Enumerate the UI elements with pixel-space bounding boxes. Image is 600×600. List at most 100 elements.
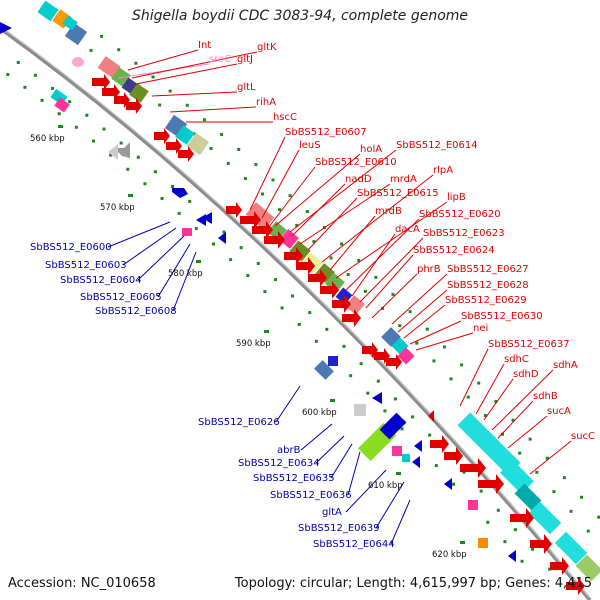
- gene-arrow: [430, 435, 449, 453]
- gene-arrow: [508, 550, 516, 562]
- gene-label-forward[interactable]: mrdA: [390, 174, 417, 185]
- gene-label-forward[interactable]: sroC: [209, 54, 231, 65]
- gene-label-forward[interactable]: gltJ: [237, 54, 253, 65]
- scale-tick-label: 580 kbp: [168, 269, 203, 279]
- gene-box: [554, 531, 588, 565]
- gene-label-forward[interactable]: holA: [360, 144, 382, 155]
- guide-dot: [452, 482, 455, 486]
- gene-label-forward[interactable]: SbBS512_E0630: [461, 311, 543, 322]
- gene-label-reverse[interactable]: SbBS512_E0639: [298, 523, 380, 534]
- gene-label-reverse[interactable]: SbBS512_E0636: [270, 490, 352, 501]
- guide-dot: [153, 170, 157, 174]
- leader-line: [483, 378, 514, 421]
- leader-line: [397, 289, 448, 333]
- gene-label-reverse[interactable]: SbBS512_E0608: [95, 306, 177, 317]
- gene-box: [379, 412, 407, 440]
- guide-dot: [171, 184, 175, 188]
- gene-label-forward[interactable]: sdhC: [504, 354, 529, 365]
- gene-label-forward[interactable]: SbBS512_E0607: [285, 127, 367, 138]
- guide-dot: [74, 125, 78, 129]
- leader-line: [307, 197, 358, 251]
- leader-line: [249, 136, 286, 211]
- gene-label-forward[interactable]: SbBS512_E0615: [357, 188, 439, 199]
- gene-label-forward[interactable]: dacA: [395, 224, 420, 235]
- gene-label-forward[interactable]: SbBS512_E0627: [447, 264, 529, 275]
- guide-dot: [486, 520, 490, 524]
- gene-arrow: [202, 212, 212, 224]
- gene-label-forward[interactable]: SbBS512_E0620: [419, 209, 501, 220]
- guide-dot: [188, 199, 192, 203]
- leader-line: [491, 369, 554, 431]
- guide-dot: [314, 339, 318, 343]
- gene-box: [72, 57, 84, 67]
- gene-label-forward[interactable]: SbBS512_E0614: [396, 140, 478, 151]
- gene-label-forward[interactable]: phrB: [417, 264, 441, 275]
- gene-label-forward[interactable]: SbBS512_E0637: [488, 339, 570, 350]
- leader-line: [131, 51, 258, 79]
- gene-label-forward[interactable]: gltL: [237, 82, 256, 93]
- gene-label-forward[interactable]: leuS: [299, 140, 321, 151]
- gene-label-reverse[interactable]: gltA: [322, 507, 342, 518]
- gene-label-reverse[interactable]: SbBS512_E0605: [80, 292, 162, 303]
- gene-label-forward[interactable]: rlpA: [433, 165, 453, 176]
- guide-dot: [158, 103, 162, 107]
- guide-dot: [391, 292, 395, 296]
- scale-tick-mark: [460, 541, 465, 544]
- gene-label-forward[interactable]: Int: [198, 40, 211, 51]
- gene-box: [328, 356, 338, 366]
- guide-dot: [243, 177, 247, 181]
- gene-arrow: [92, 74, 110, 90]
- gene-label-forward[interactable]: sucC: [571, 431, 595, 442]
- gene-label-forward[interactable]: hscC: [273, 112, 297, 123]
- guide-dot: [297, 323, 301, 327]
- guide-dot: [518, 451, 522, 455]
- gene-label-forward[interactable]: SbBS512_E0610: [315, 157, 397, 168]
- leader-line: [351, 233, 396, 297]
- guide-dot: [136, 155, 140, 159]
- scale-tick-mark: [264, 330, 269, 333]
- gene-label-reverse[interactable]: SbBS512_E0635: [253, 473, 335, 484]
- gene-label-forward[interactable]: nei: [473, 323, 488, 334]
- gene-arrow: [126, 98, 142, 114]
- gene-label-forward[interactable]: SbBS512_E0629: [445, 295, 527, 306]
- gene-label-forward[interactable]: mrdB: [375, 206, 402, 217]
- accession-text: Accession: NC_010658: [8, 576, 156, 591]
- scale-tick-mark: [128, 194, 133, 197]
- gene-label-forward[interactable]: sdhD: [513, 369, 539, 380]
- gene-box: [175, 125, 195, 145]
- leader-line: [137, 235, 185, 281]
- gene-label-forward[interactable]: rihA: [256, 97, 276, 108]
- guide-dot: [376, 379, 380, 383]
- gene-label-reverse[interactable]: SbBS512_E0634: [238, 458, 320, 469]
- gene-label-reverse[interactable]: SbBS512_E0603: [45, 260, 127, 271]
- gene-label-forward[interactable]: SbBS512_E0624: [413, 245, 495, 256]
- guide-dot: [434, 464, 438, 468]
- gene-label-forward[interactable]: sdhA: [553, 360, 578, 371]
- gene-label-forward[interactable]: gltK: [257, 42, 277, 53]
- gene-label-forward[interactable]: SbBS512_E0628: [447, 280, 529, 291]
- guide-dot: [237, 147, 241, 151]
- gene-label-reverse[interactable]: SbBS512_E0626: [198, 417, 280, 428]
- guide-dot: [494, 400, 498, 404]
- gene-arrow: [460, 458, 486, 478]
- gene-box: [478, 538, 488, 548]
- gene-label-forward[interactable]: nadD: [345, 174, 372, 185]
- gene-arrow: [284, 247, 303, 265]
- gene-label-reverse[interactable]: SbBS512_E0600: [30, 242, 112, 253]
- gene-label-reverse[interactable]: abrB: [277, 445, 301, 456]
- leader-line: [507, 415, 548, 449]
- leader-line: [261, 149, 300, 219]
- guide-dot: [580, 495, 584, 499]
- guide-dot: [597, 515, 600, 519]
- gene-label-forward[interactable]: sucA: [547, 406, 571, 417]
- gene-label-forward[interactable]: lipB: [447, 192, 466, 203]
- gene-label-reverse[interactable]: SbBS512_E0644: [313, 539, 395, 550]
- guide-dot: [271, 178, 275, 182]
- guide-dot: [126, 167, 130, 171]
- gene-label-forward[interactable]: sdhB: [533, 391, 558, 402]
- scale-tick-label: 620 kbp: [432, 550, 467, 560]
- scale-tick-mark: [396, 472, 401, 475]
- guide-dot: [552, 490, 556, 494]
- gene-label-reverse[interactable]: SbBS512_E0604: [60, 275, 142, 286]
- gene-label-forward[interactable]: SbBS512_E0623: [423, 228, 505, 239]
